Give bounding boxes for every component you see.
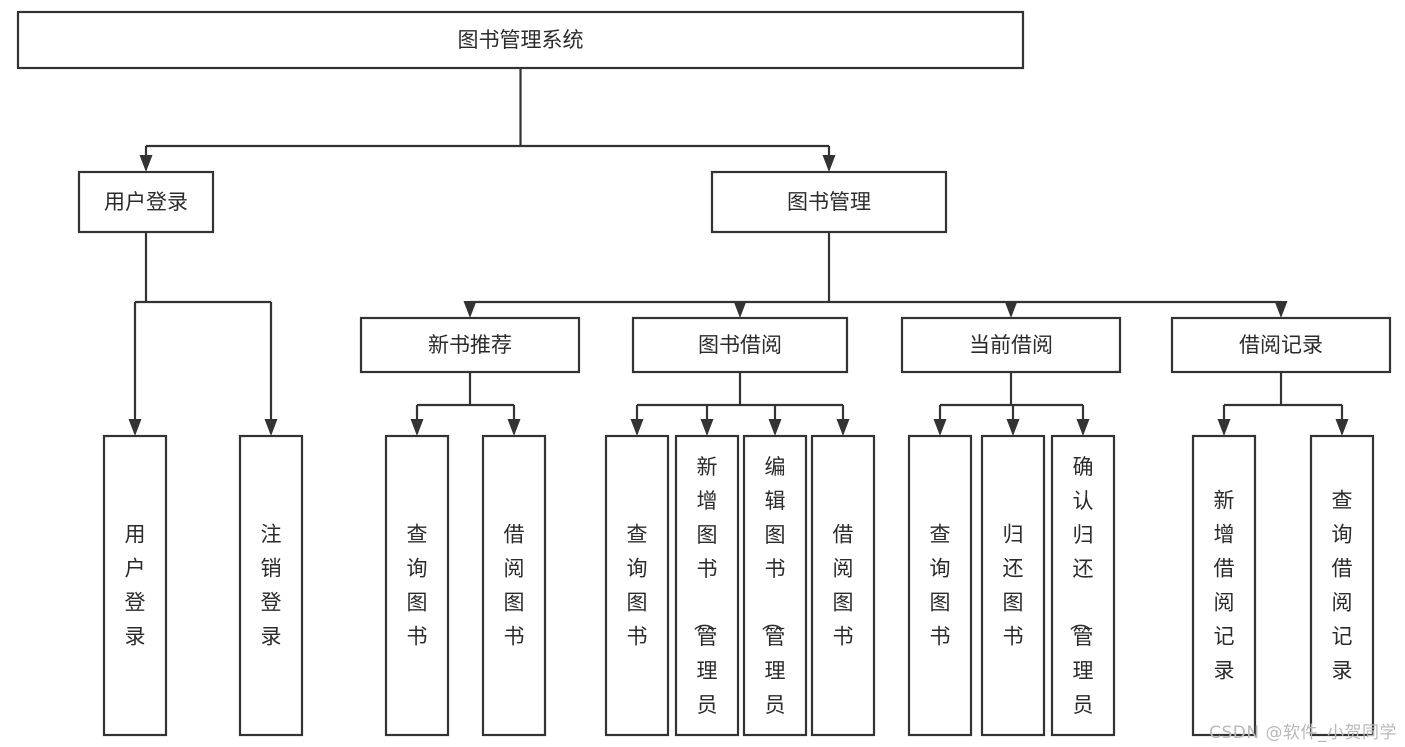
connector-arrowhead <box>128 419 142 436</box>
node-leaf-query-book-1[interactable]: 查询图书 <box>384 434 450 737</box>
node-leaf-edit-book[interactable]: 编辑图书（管理员） <box>742 434 808 747</box>
node-label: 注销登录 <box>261 523 282 649</box>
node-book-manage[interactable]: 图书管理 <box>710 170 948 234</box>
node-leaf-add-record[interactable]: 新增借阅记录 <box>1191 434 1257 737</box>
node-label: 编辑图书（管理员） <box>760 455 786 747</box>
node-label: 新增图书（管理员） <box>692 455 718 747</box>
node-box[interactable] <box>604 434 670 737</box>
connector-arrowhead <box>733 301 747 318</box>
node-box[interactable] <box>810 434 876 737</box>
node-box[interactable] <box>102 434 168 737</box>
node-book-borrow[interactable]: 图书借阅 <box>631 316 849 374</box>
node-user-login[interactable]: 用户登录 <box>77 170 215 234</box>
node-box[interactable] <box>1050 434 1116 737</box>
connector-arrowhead <box>463 301 477 318</box>
node-box[interactable] <box>1191 434 1257 737</box>
node-borrow-record[interactable]: 借阅记录 <box>1170 316 1392 374</box>
connector-arrowhead <box>1004 301 1018 318</box>
csdn-watermark: CSDN @软件_小贺同学 <box>1209 723 1397 743</box>
node-label: 归还图书 <box>1003 523 1024 649</box>
node-box[interactable] <box>77 170 215 234</box>
node-leaf-query-record[interactable]: 查询借阅记录 <box>1309 434 1375 737</box>
connector-arrowhead <box>1076 419 1090 436</box>
connector-arrowhead <box>1274 301 1288 318</box>
node-label: 借阅记录 <box>1239 333 1323 357</box>
connectors-layer <box>128 68 1349 436</box>
node-box[interactable] <box>631 316 849 374</box>
node-box[interactable] <box>900 316 1122 374</box>
node-label: 查询图书 <box>407 523 428 649</box>
node-new-book-rec[interactable]: 新书推荐 <box>359 316 581 374</box>
node-box[interactable] <box>384 434 450 737</box>
node-box[interactable] <box>710 170 948 234</box>
connector-arrowhead <box>410 419 424 436</box>
node-label: 借阅图书 <box>504 523 525 649</box>
connector-arrowhead <box>768 419 782 436</box>
connector-arrowhead <box>1335 419 1349 436</box>
nodes-layer: 图书管理系统用户登录图书管理新书推荐图书借阅当前借阅借阅记录用户登录注销登录查询… <box>16 10 1392 747</box>
node-leaf-logout[interactable]: 注销登录 <box>238 434 304 737</box>
node-label: 新增借阅记录 <box>1214 489 1235 683</box>
node-label: 确认归还（管理员） <box>1068 455 1094 747</box>
node-box[interactable] <box>907 434 973 737</box>
node-label: 图书管理 <box>787 190 871 214</box>
node-label: 图书借阅 <box>698 333 782 357</box>
node-label: 借阅图书 <box>833 523 854 649</box>
node-leaf-add-book[interactable]: 新增图书（管理员） <box>674 434 740 747</box>
node-label: 图书管理系统 <box>458 28 584 52</box>
node-box[interactable] <box>674 434 740 737</box>
node-leaf-query-book-2[interactable]: 查询图书 <box>604 434 670 737</box>
node-leaf-borrow-book-2[interactable]: 借阅图书 <box>810 434 876 737</box>
connector-arrowhead <box>700 419 714 436</box>
connector-arrowhead <box>630 419 644 436</box>
node-label: 用户登录 <box>125 523 146 649</box>
node-current-borrow[interactable]: 当前借阅 <box>900 316 1122 374</box>
connector-arrowhead <box>933 419 947 436</box>
node-box[interactable] <box>1170 316 1392 374</box>
node-box[interactable] <box>16 10 1025 70</box>
node-box[interactable] <box>481 434 547 737</box>
node-box[interactable] <box>359 316 581 374</box>
connector-arrowhead <box>822 155 836 172</box>
connector-arrowhead <box>1006 419 1020 436</box>
node-leaf-confirm-return[interactable]: 确认归还（管理员） <box>1050 434 1116 747</box>
node-label: 用户登录 <box>104 190 188 214</box>
node-leaf-borrow-book-1[interactable]: 借阅图书 <box>481 434 547 737</box>
node-leaf-user-login[interactable]: 用户登录 <box>102 434 168 737</box>
connector-arrowhead <box>507 419 521 436</box>
node-label: 新书推荐 <box>428 333 512 357</box>
node-box[interactable] <box>980 434 1046 737</box>
connector-arrowhead <box>139 155 153 172</box>
node-label: 查询图书 <box>627 523 648 649</box>
node-root[interactable]: 图书管理系统 <box>16 10 1025 70</box>
node-box[interactable] <box>1309 434 1375 737</box>
connector-arrowhead <box>836 419 850 436</box>
connector-arrowhead <box>264 419 278 436</box>
node-label: 当前借阅 <box>969 333 1053 357</box>
node-box[interactable] <box>238 434 304 737</box>
node-leaf-return-book[interactable]: 归还图书 <box>980 434 1046 737</box>
connector-arrowhead <box>1217 419 1231 436</box>
node-box[interactable] <box>742 434 808 737</box>
node-leaf-query-book-3[interactable]: 查询图书 <box>907 434 973 737</box>
node-label: 查询借阅记录 <box>1332 489 1353 683</box>
node-label: 查询图书 <box>930 523 951 649</box>
